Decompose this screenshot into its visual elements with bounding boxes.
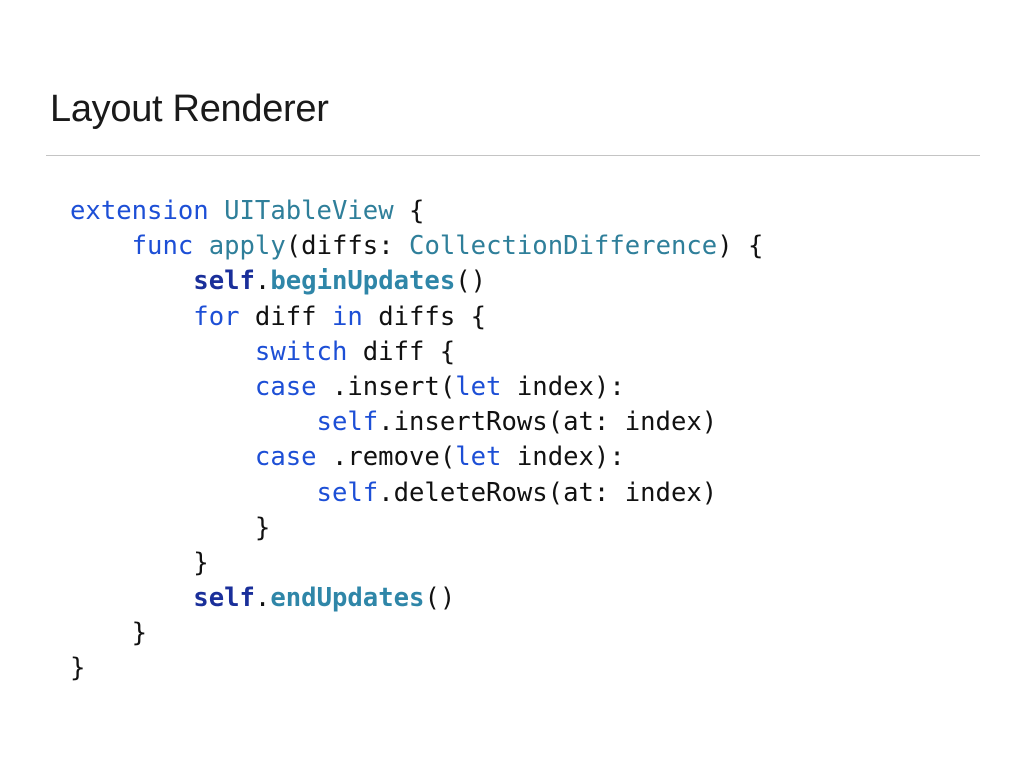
code-token-plain	[70, 266, 193, 296]
code-block: extension UITableView { func apply(diffs…	[70, 194, 763, 687]
code-token-plain	[70, 583, 193, 613]
code-token-plain: .remove(	[316, 442, 456, 473]
code-token-kw: let	[455, 371, 502, 402]
code-token-plain: }	[70, 618, 148, 649]
code-token-plain: {	[393, 196, 425, 226]
code-token-plain: ()	[424, 583, 456, 614]
code-token-kw: switch	[254, 336, 348, 367]
code-token-kw: for	[193, 301, 240, 332]
code-token-plain: .insert(	[316, 371, 456, 402]
code-line: }	[70, 511, 763, 546]
code-token-plain: }	[70, 653, 86, 684]
code-token-plain: index):	[501, 442, 625, 473]
code-token-plain: }	[70, 547, 209, 578]
code-line: }	[70, 651, 763, 686]
code-token-plain: ) {	[717, 231, 764, 262]
code-line: func apply(diffs: CollectionDifference) …	[70, 229, 764, 264]
code-token-kw: func	[131, 231, 194, 262]
code-line: self.deleteRows(at: index)	[70, 476, 763, 511]
code-line: }	[70, 616, 763, 651]
code-token-plain	[70, 372, 255, 402]
code-line: case .insert(let index):	[70, 370, 763, 405]
code-token-plain: .	[254, 583, 271, 614]
code-token-fn-bold: beginUpdates	[270, 266, 456, 297]
code-line: switch diff {	[70, 335, 763, 370]
code-token-kw: extension	[70, 196, 209, 226]
code-token-plain: index):	[501, 371, 625, 402]
code-token-kw-bold: self	[193, 266, 255, 297]
code-token-kw: case	[254, 442, 317, 473]
code-line: for diff in diffs {	[70, 300, 763, 335]
code-line: extension UITableView {	[70, 194, 763, 229]
code-token-plain	[70, 337, 255, 367]
title-divider	[46, 155, 980, 156]
code-token-plain: ()	[455, 266, 487, 297]
code-token-ty: UITableView	[224, 196, 394, 226]
code-line: self.endUpdates()	[70, 581, 763, 616]
code-token-kw: self	[316, 407, 379, 438]
code-token-ty: apply	[208, 231, 286, 262]
code-line: self.insertRows(at: index)	[70, 405, 763, 440]
code-token-plain: diff {	[347, 336, 456, 367]
code-token-plain: }	[70, 512, 271, 543]
code-line: }	[70, 546, 763, 581]
code-token-fn-bold: endUpdates	[270, 583, 425, 614]
code-token-plain	[70, 407, 317, 437]
code-token-plain: (diffs:	[285, 231, 410, 262]
slide-title: Layout Renderer	[50, 88, 329, 130]
code-token-kw: in	[331, 301, 363, 332]
code-token-kw: self	[316, 477, 379, 508]
code-token-kw: let	[455, 442, 502, 473]
code-line: case .remove(let index):	[70, 440, 763, 475]
code-token-plain	[70, 302, 193, 332]
code-token-plain: diff	[239, 301, 332, 332]
code-token-kw-bold: self	[193, 583, 255, 614]
code-token-plain	[209, 196, 224, 226]
code-token-ty: CollectionDifference	[409, 231, 718, 262]
code-token-plain	[70, 478, 317, 508]
code-token-kw: case	[254, 371, 317, 402]
code-token-plain: .	[254, 266, 271, 297]
code-token-plain: .deleteRows(at: index)	[378, 477, 718, 508]
code-token-plain: .insertRows(at: index)	[378, 407, 718, 438]
code-token-plain	[70, 231, 132, 261]
code-token-plain: diffs {	[362, 301, 487, 332]
code-token-plain	[193, 231, 208, 261]
code-line: self.beginUpdates()	[70, 264, 763, 299]
code-token-plain	[70, 442, 255, 472]
